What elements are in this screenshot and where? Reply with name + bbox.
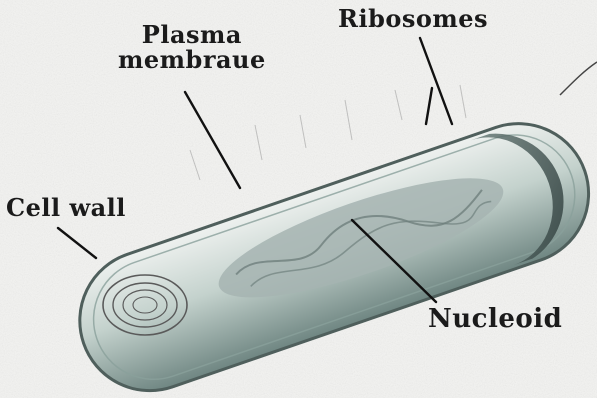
label-plasma-membrane: Plasma membraue xyxy=(118,22,266,72)
label-nucleoid: Nucleoid xyxy=(428,306,562,333)
label-plasma-line2: membraue xyxy=(118,47,266,72)
label-plasma-line1: Plasma xyxy=(118,22,266,47)
label-cell-wall: Cell wall xyxy=(6,195,126,220)
label-ribosomes: Ribosomes xyxy=(338,6,488,31)
